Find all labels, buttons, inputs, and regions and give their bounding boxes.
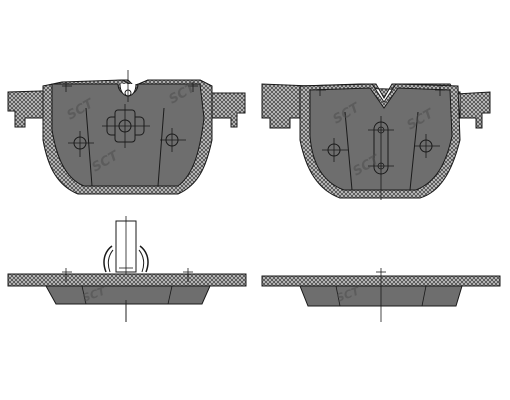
- right-pad-side-view: SCT: [261, 268, 501, 322]
- spring-clip: [103, 216, 149, 322]
- left-pad-front-view: SCT SCT SCT: [7, 70, 246, 195]
- right-backing-plate: [261, 83, 491, 129]
- left-side-friction-layer: [45, 285, 211, 305]
- left-side-backing-plate: [7, 273, 247, 287]
- wear-sensor-clip: [102, 104, 150, 148]
- right-pad-front-view: SCT SCT SCT: [261, 83, 491, 200]
- left-pad-side-view: SCT: [7, 216, 247, 322]
